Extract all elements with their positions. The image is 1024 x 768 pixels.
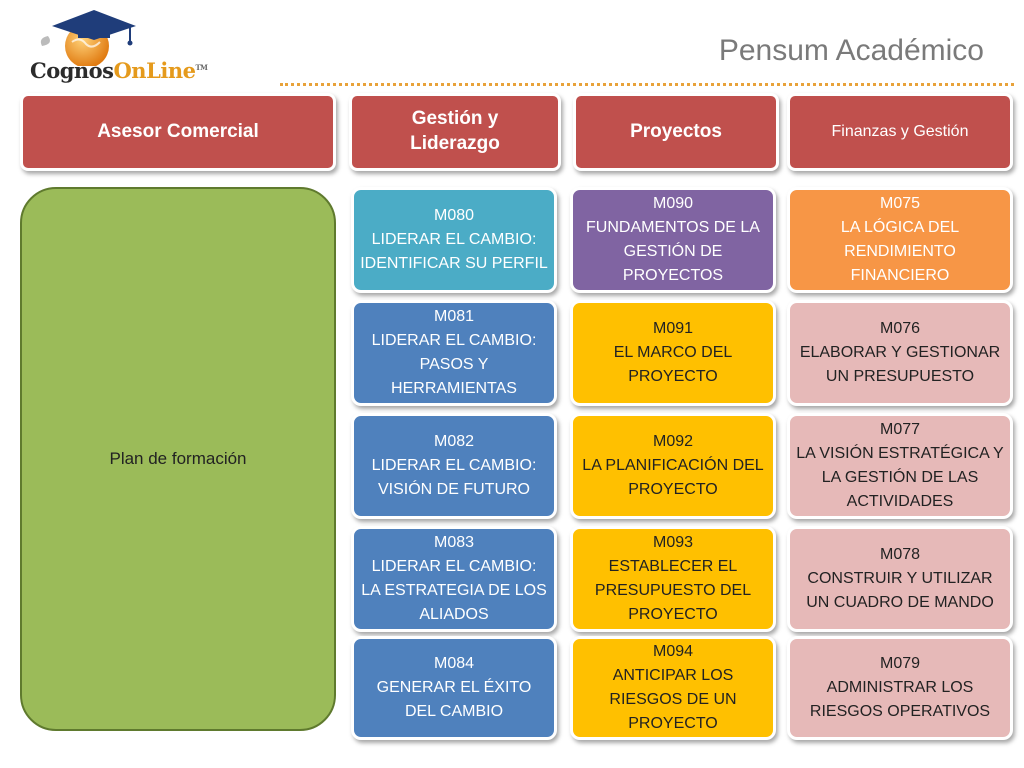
module-name: ESTABLECER EL PRESUPUESTO DEL PROYECTO: [594, 558, 752, 623]
module-m082: M082 LIDERAR EL CAMBIO: VISIÓN DE FUTURO: [351, 413, 557, 519]
module-m078: M078 CONSTRUIR Y UTILIZAR UN CUADRO DE M…: [787, 526, 1013, 632]
header-gestion-liderazgo: Gestión y Liderazgo: [349, 93, 561, 171]
header-label: Finanzas y Gestión: [831, 122, 969, 140]
plan-de-formacion-box: Plan de formación: [20, 187, 336, 731]
module-m093: M093 ESTABLECER EL PRESUPUESTO DEL PROYE…: [570, 526, 776, 632]
header-label: Gestión y Liderazgo: [410, 108, 500, 154]
module-code: M084: [433, 655, 475, 672]
module-m076: M076 ELABORAR Y GESTIONAR UN PRESUPUESTO: [787, 300, 1013, 406]
module-name: CONSTRUIR Y UTILIZAR UN CUADRO DE MANDO: [806, 570, 994, 611]
module-m083: M083 LIDERAR EL CAMBIO: LA ESTRATEGIA DE…: [351, 526, 557, 632]
module-name: GENERAR EL ÉXITO DEL CAMBIO: [376, 679, 532, 720]
module-code: M075: [879, 195, 921, 212]
module-name: LIDERAR EL CAMBIO: VISIÓN DE FUTURO: [371, 457, 537, 498]
graduation-cap-globe-icon: [40, 10, 136, 68]
module-m079: M079 ADMINISTRAR LOS RIESGOS OPERATIVOS: [787, 636, 1013, 740]
module-name: LA PLANIFICACIÓN DEL PROYECTO: [582, 457, 764, 498]
header-finanzas-gestion: Finanzas y Gestión: [787, 93, 1013, 171]
module-name: ELABORAR Y GESTIONAR UN PRESUPUESTO: [799, 344, 1001, 385]
module-m090: M090 FUNDAMENTOS DE LA GESTIÓN DE PROYEC…: [570, 187, 776, 293]
module-code: M091: [652, 320, 694, 337]
module-name: FUNDAMENTOS DE LA GESTIÓN DE PROYECTOS: [586, 219, 760, 284]
module-name: EL MARCO DEL PROYECTO: [613, 344, 733, 385]
module-code: M080: [433, 207, 475, 224]
module-m084: M084 GENERAR EL ÉXITO DEL CAMBIO: [351, 636, 557, 740]
cognos-online-logo: CognosOnLineTM: [12, 6, 208, 86]
logo-wordmark: CognosOnLineTM: [30, 58, 208, 83]
module-m092: M092 LA PLANIFICACIÓN DEL PROYECTO: [570, 413, 776, 519]
header-asesor-comercial: Asesor Comercial: [20, 93, 336, 171]
plan-label: Plan de formación: [109, 449, 247, 468]
module-code: M094: [652, 643, 694, 660]
module-name: LIDERAR EL CAMBIO: PASOS Y HERRAMIENTAS: [371, 332, 537, 397]
module-code: M079: [879, 655, 921, 672]
module-code: M092: [652, 433, 694, 450]
module-name: LIDERAR EL CAMBIO: LA ESTRATEGIA DE LOS …: [361, 558, 547, 623]
header-label: Proyectos: [630, 120, 722, 142]
module-code: M081: [433, 308, 475, 325]
header-proyectos: Proyectos: [573, 93, 779, 171]
module-name: LA LÓGICA DEL RENDIMIENTO FINANCIERO: [840, 219, 960, 284]
module-m080: M080 LIDERAR EL CAMBIO: IDENTIFICAR SU P…: [351, 187, 557, 293]
module-code: M077: [879, 421, 921, 438]
page-title: Pensum Académico: [718, 34, 984, 67]
module-code: M093: [652, 534, 694, 551]
module-code: M083: [433, 534, 475, 551]
module-code: M078: [879, 546, 921, 563]
module-m075: M075 LA LÓGICA DEL RENDIMIENTO FINANCIER…: [787, 187, 1013, 293]
module-m081: M081 LIDERAR EL CAMBIO: PASOS Y HERRAMIE…: [351, 300, 557, 406]
module-m091: M091 EL MARCO DEL PROYECTO: [570, 300, 776, 406]
module-name: ANTICIPAR LOS RIESGOS DE UN PROYECTO: [609, 667, 737, 732]
title-divider: [280, 83, 1014, 86]
module-code: M090: [652, 195, 694, 212]
header-label: Asesor Comercial: [97, 120, 259, 142]
module-m077: M077 LA VISIÓN ESTRATÉGICA Y LA GESTIÓN …: [787, 413, 1013, 519]
module-code: M082: [433, 433, 475, 450]
module-code: M076: [879, 320, 921, 337]
module-name: ADMINISTRAR LOS RIESGOS OPERATIVOS: [809, 679, 991, 720]
module-name: LA VISIÓN ESTRATÉGICA Y LA GESTIÓN DE LA…: [796, 445, 1004, 510]
module-m094: M094 ANTICIPAR LOS RIESGOS DE UN PROYECT…: [570, 636, 776, 740]
module-name: LIDERAR EL CAMBIO: IDENTIFICAR SU PERFIL: [360, 231, 548, 272]
